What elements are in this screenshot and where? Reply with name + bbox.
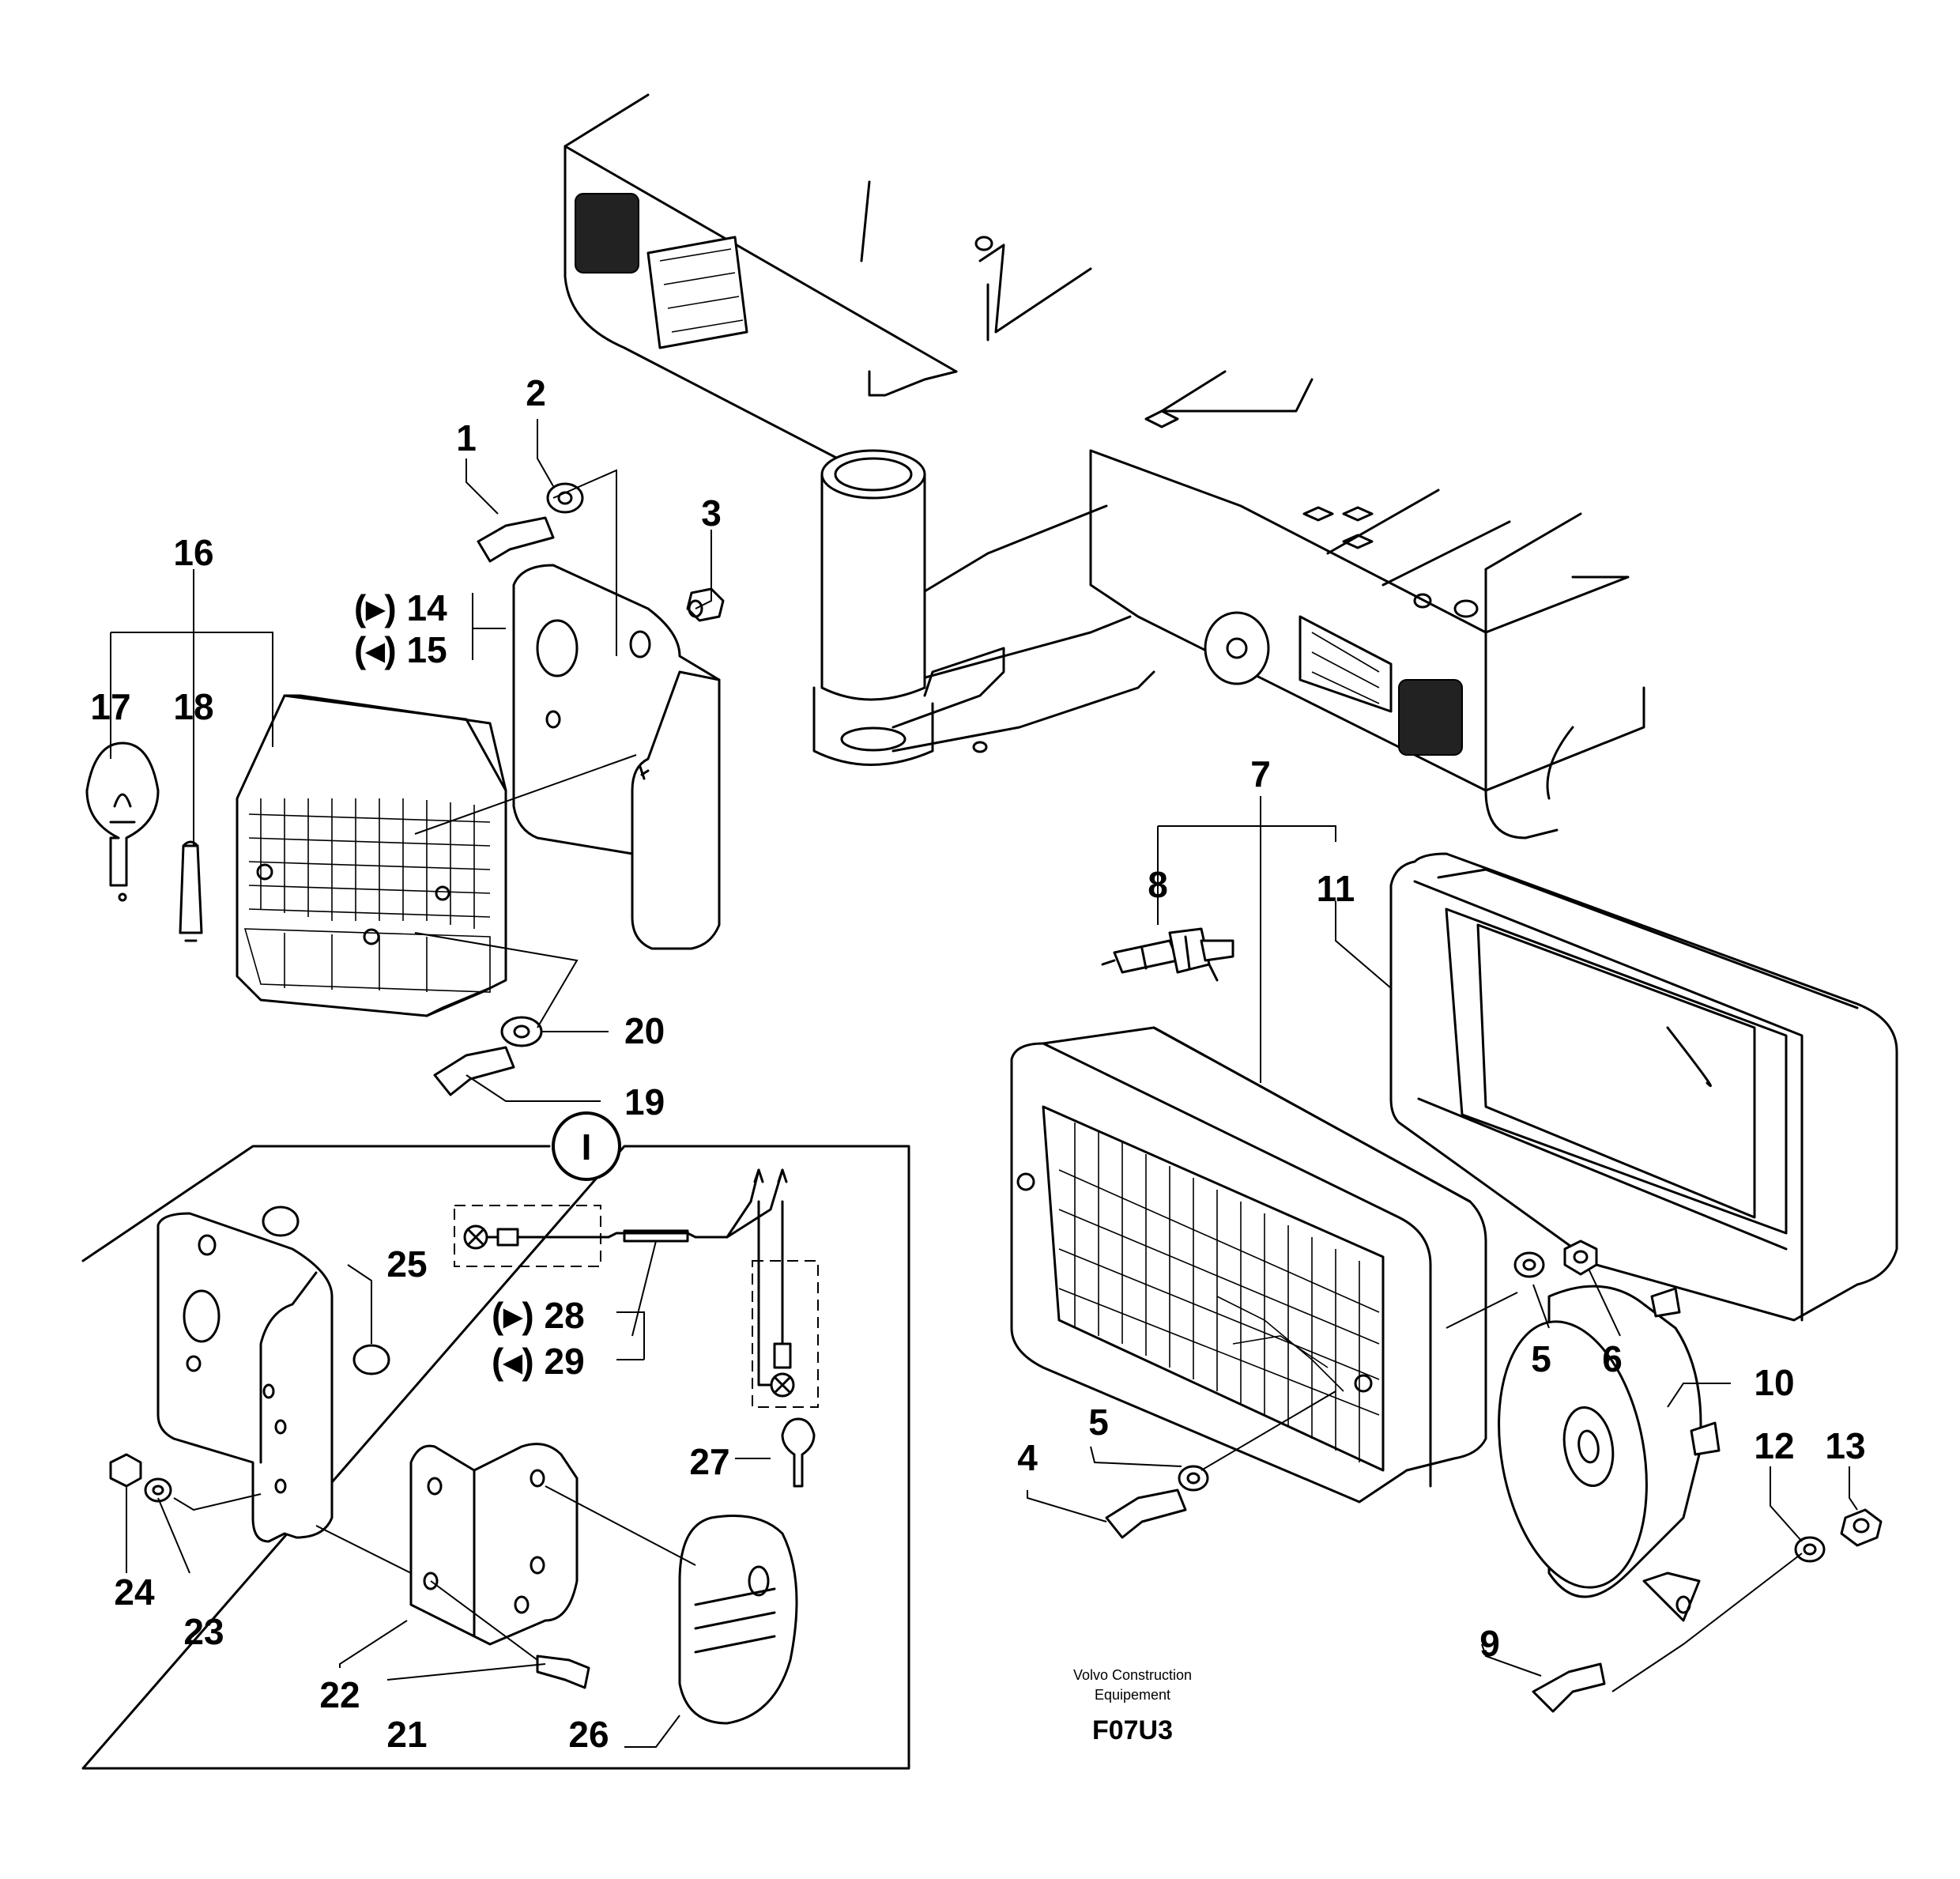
- callout-13: 13: [1825, 1425, 1865, 1466]
- bulb-18: [179, 840, 203, 942]
- callout-21: 21: [386, 1714, 427, 1755]
- washer-12: [1794, 1536, 1826, 1563]
- callout-25: 25: [386, 1243, 427, 1285]
- callout-5-upper: 5: [1531, 1338, 1551, 1379]
- callout-1: 1: [456, 417, 477, 458]
- bulb-17: [85, 741, 160, 902]
- callout-24: 24: [114, 1571, 155, 1613]
- bolt-19: [433, 1046, 515, 1096]
- callout-29: (◂) 29: [492, 1341, 585, 1382]
- washer-2: [546, 482, 584, 514]
- callout-15: (◂) 15: [354, 629, 447, 670]
- callout-4: 4: [1017, 1437, 1038, 1478]
- nut-6: [1563, 1239, 1598, 1276]
- callout-6: 6: [1602, 1338, 1623, 1379]
- callout-2: 2: [526, 372, 546, 413]
- leader-lines: [110, 419, 1858, 1748]
- callout-22: 22: [319, 1674, 360, 1715]
- detail-marker: I: [552, 1111, 621, 1181]
- callout-3: 3: [701, 492, 722, 534]
- tail-lamp-assembly: [236, 694, 507, 1017]
- washer-20: [500, 1016, 543, 1047]
- nut-13: [1840, 1508, 1883, 1547]
- detail-marker-label: I: [582, 1126, 592, 1168]
- bolt-4: [1105, 1488, 1187, 1539]
- callout-11: 11: [1317, 868, 1355, 909]
- lamp-bracket: [512, 564, 721, 950]
- callout-16: 16: [173, 532, 213, 573]
- brand-line-2: Equipement: [1095, 1687, 1170, 1703]
- bulb-8-h4: [1101, 927, 1234, 982]
- callout-numbers: 1 2 3 (▸) 14 (◂) 15 16 17 18 20 19 7 8 1…: [90, 372, 1865, 1755]
- work-light-frame: [1389, 852, 1898, 1322]
- figure-code: F07U3: [1092, 1715, 1173, 1745]
- machine-rear-body: [564, 93, 1645, 840]
- horn-10: [1498, 1285, 1721, 1622]
- callout-5-lower: 5: [1088, 1402, 1109, 1443]
- callout-28: (▸) 28: [492, 1295, 585, 1336]
- bolt-1: [477, 516, 555, 563]
- work-light-lens-grid: [1058, 1122, 1380, 1462]
- nut-3: [686, 587, 725, 622]
- callout-8: 8: [1148, 864, 1168, 905]
- brand-line-1: Volvo Construction: [1073, 1667, 1192, 1683]
- callout-17: 17: [90, 686, 130, 727]
- callout-23: 23: [183, 1611, 224, 1652]
- detail-box-i: [81, 1145, 910, 1770]
- callout-20: 20: [624, 1010, 665, 1051]
- callout-19: 19: [624, 1081, 665, 1122]
- callout-12: 12: [1754, 1425, 1794, 1466]
- callout-10: 10: [1754, 1362, 1794, 1403]
- figure-footer: Volvo Construction Equipement F07U3: [1073, 1667, 1192, 1745]
- callout-7: 7: [1250, 753, 1271, 794]
- callout-14: (▸) 14: [354, 587, 447, 628]
- callout-27: 27: [689, 1441, 729, 1482]
- tail-lamp-lens-grid: [243, 798, 491, 993]
- bolt-9: [1532, 1662, 1606, 1713]
- callout-18: 18: [173, 686, 213, 727]
- callout-9: 9: [1479, 1623, 1500, 1664]
- washer-5-lower: [1178, 1465, 1209, 1492]
- work-light-7: [1010, 1026, 1487, 1504]
- callout-26: 26: [568, 1714, 609, 1755]
- washer-5-upper: [1513, 1251, 1545, 1278]
